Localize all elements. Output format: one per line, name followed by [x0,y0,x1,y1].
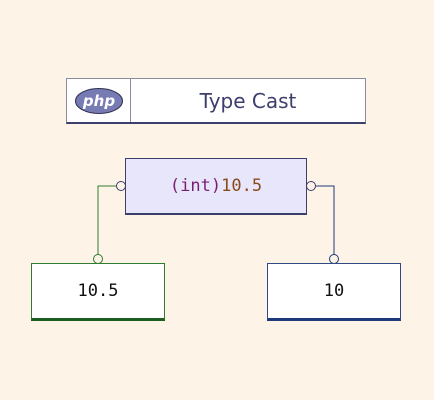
code-expression-box: (int)10.5 [125,158,307,215]
title-header: php Type Cast [66,78,366,124]
left-connector-line [97,185,121,258]
right-connector-line [311,185,335,258]
cast-keyword: (int) [169,176,222,196]
cast-value: 10.5 [221,176,263,196]
result-left-value: 10.5 [77,281,119,301]
right-connector-top-dot [306,181,316,191]
result-box-right: 10 [267,263,401,321]
php-logo-text: php [81,92,114,110]
php-logo-icon: php [74,87,123,114]
result-right-value: 10 [323,281,345,301]
page-title: Type Cast [199,88,297,113]
php-logo-cell: php [67,79,131,122]
result-box-left: 10.5 [31,263,165,321]
